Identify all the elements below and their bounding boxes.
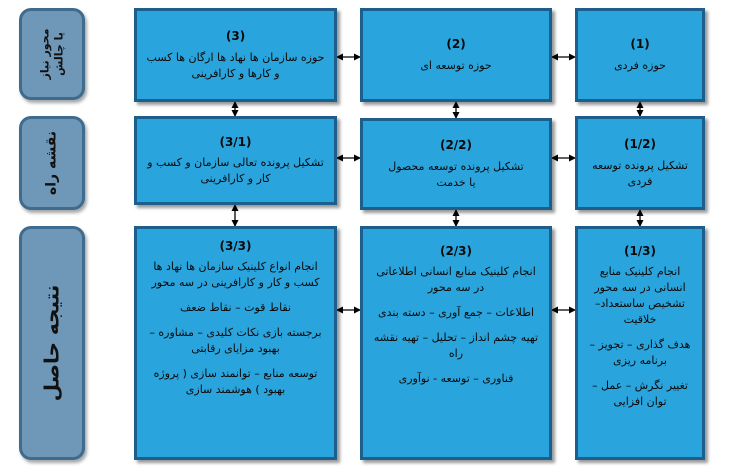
row-label-need-text: محور نیاز یا چالش (38, 29, 66, 80)
box-text: تشکیل پرونده تعالی سازمان و کسب و کار و … (147, 156, 324, 186)
box-text: حوزه توسعه ای (420, 58, 492, 72)
box-number: (1/3) (623, 244, 657, 258)
box-text: حوزه سازمان ها نهاد ها ارگان ها کسب و کا… (146, 50, 325, 80)
box-row3-col2: (2/3) انجام کلینیک منابع انسانی اطلاعاتی… (360, 226, 552, 460)
box-number: (3) (225, 29, 246, 44)
box-item: فناوری – توسعه - نوآوری (398, 372, 514, 386)
box-row1-col2: (2) حوزه توسعه ای (360, 8, 552, 102)
box-item: تهیه چشم انداز – تحلیل – تهیه نقشه راه (373, 331, 539, 361)
box-row2-col1: (1/2) تشکیل پرونده توسعه فردی (575, 116, 705, 210)
box-item: انجام کلینیک منابع انسانی در سه محور تشخ… (594, 265, 686, 327)
box-text: حوزه فردی (614, 58, 666, 72)
box-item: تغییر نگرش – عمل – توان افزایی (592, 379, 688, 408)
box-item: انجام کلینیک منابع انسانی اطلاعاتی در سه… (376, 265, 536, 295)
box-number: (3/1) (219, 134, 252, 149)
box-row2-col2: (2/2) تشکیل پرونده توسعه محصول یا خدمت (360, 118, 552, 210)
box-number: (2/2) (439, 138, 473, 153)
box-row1-col3: (3) حوزه سازمان ها نهاد ها ارگان ها کسب … (134, 8, 337, 102)
box-item: انجام انواع کلینیک سازمان ها نهاد ها کسب… (151, 260, 320, 290)
box-item: اطلاعات – جمع آوری – دسته بندی (377, 306, 535, 320)
box-item: نقاط قوت – نقاط ضعف (179, 301, 292, 315)
box-number: (1/2) (623, 137, 657, 152)
box-item: هدف گذاری – تجویز – برنامه ریزی (589, 338, 691, 368)
row-label-roadmap: نقشه راه (19, 116, 85, 210)
box-text: تشکیل پرونده توسعه محصول یا خدمت (388, 159, 524, 189)
row-label-roadmap-text: نقشه راه (43, 130, 60, 196)
row-label-need-line2: یا چالش (52, 32, 65, 76)
box-item: توسعه منابع – توانمند سازی ( پروژه بهبود… (153, 367, 318, 397)
row-label-result-text: نتیجه حاصل (39, 284, 64, 402)
box-number: (1) (630, 37, 650, 52)
box-row1-col1: (1) حوزه فردی (575, 8, 705, 102)
box-row3-col3: (3/3) انجام انواع کلینیک سازمان ها نهاد … (134, 226, 337, 460)
row-label-result: نتیجه حاصل (19, 226, 85, 460)
box-row3-col1: (1/3) انجام کلینیک منابع انسانی در سه مح… (575, 226, 705, 460)
box-number: (3/3) (219, 239, 252, 253)
box-number: (2/3) (439, 244, 473, 258)
box-text: تشکیل پرونده توسعه فردی (592, 158, 688, 188)
row-label-need: محور نیاز یا چالش (19, 8, 85, 100)
box-number: (2) (446, 37, 466, 52)
box-item: برجسته بازی نکات کلیدی – مشاوره – بهبود … (149, 326, 322, 356)
box-row2-col3: (3/1) تشکیل پرونده تعالی سازمان و کسب و … (134, 116, 337, 205)
row-label-need-line1: محور نیاز (38, 28, 52, 80)
